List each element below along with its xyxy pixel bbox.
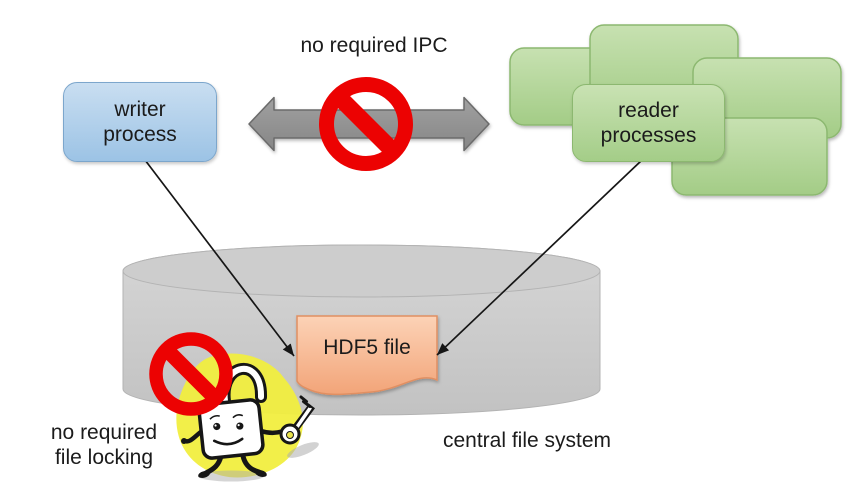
hdf5-file-shape (296, 315, 438, 396)
ipc-label: no required IPC (300, 34, 448, 57)
key-shadow (287, 442, 319, 458)
readers-to-file-arrow (436, 159, 643, 356)
key-icon (279, 395, 316, 445)
writer-process-box: writer process (63, 82, 217, 162)
padlock-character-icon (181, 363, 319, 482)
file-locking-label: no required file locking (50, 421, 158, 469)
filesystem-label: central file system (442, 429, 612, 452)
prohibition-lock-icon (149, 332, 233, 416)
smile (212, 437, 244, 446)
feet-shadow (198, 470, 264, 482)
right-arm (258, 428, 285, 436)
writer-process-label: writer process (103, 98, 177, 146)
prohibition-ipc-icon (319, 77, 413, 171)
padlock-body (197, 398, 265, 460)
reader-processes-box: reader processes (572, 84, 725, 162)
hdf5-file-label: HDF5 file (323, 336, 411, 359)
writer-to-file-arrow (144, 159, 295, 357)
reader-processes-label: reader processes (600, 99, 697, 147)
